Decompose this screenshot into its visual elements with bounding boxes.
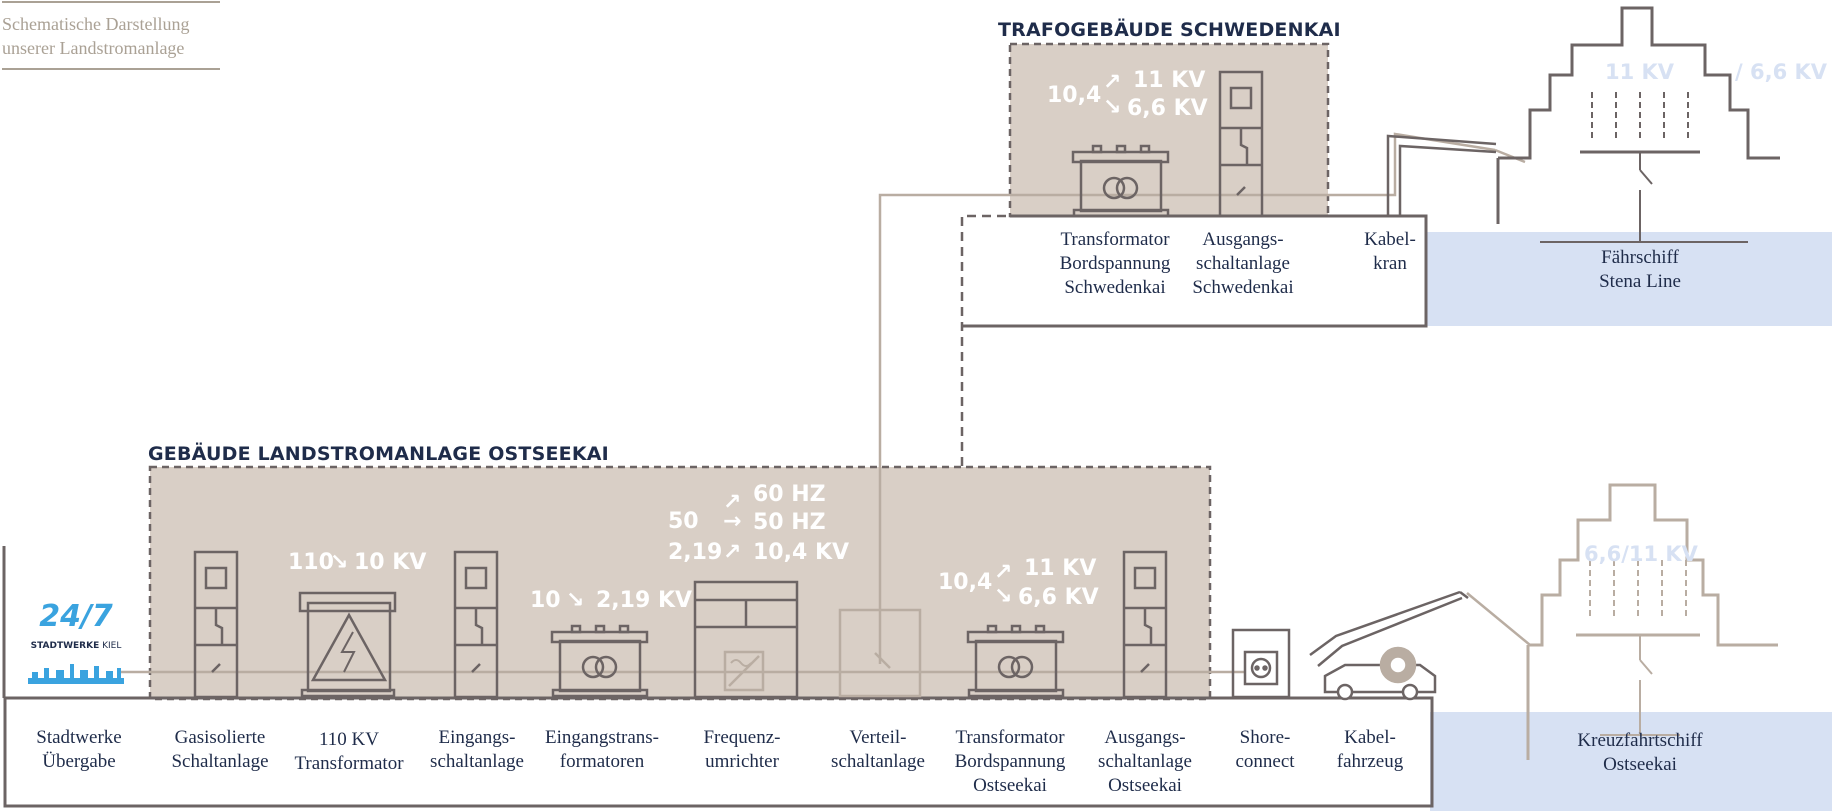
volt-sch-66: 6,6 KV	[1127, 96, 1208, 121]
label-trafo-ostseekai: Transformator Bordspannung Ostseekai	[954, 727, 1066, 796]
logo-city: KIEL	[102, 641, 122, 651]
label-trafo-schwedenkai: Transformator Bordspannung Schwedenkai	[1059, 229, 1171, 298]
label-kabelfahrzeug: Kabel- fahrzeug	[1336, 727, 1404, 772]
transformer-ostseekai	[966, 624, 1065, 698]
volt-ost-from: 10,4	[938, 570, 993, 595]
switchgear-input	[453, 550, 499, 699]
volt-sch-11: 11 KV	[1133, 68, 1206, 93]
water-schwedenkai	[1425, 232, 1832, 326]
logo-stadtwerke: 24/7 STADTWERKE KIEL	[24, 599, 128, 652]
label-ausgang-schwedenkai: Ausgangs- schaltanlage Schwedenkai	[1192, 229, 1294, 298]
cable-vehicle	[1309, 590, 1469, 701]
dashed-link	[960, 214, 1010, 466]
volt-ost-11: 11 KV	[1024, 556, 1097, 581]
frequency-converter	[693, 580, 799, 699]
volt-freq-arrow1: ↗	[723, 490, 742, 515]
volt-freq-219: 2,19	[668, 540, 723, 565]
volt-ost-arrow-down: ↘	[994, 584, 1013, 609]
volt-ost-66: 6,6 KV	[1018, 585, 1099, 610]
cable-crane	[1386, 134, 1497, 216]
volt-freq-arrow3: ↗	[723, 540, 742, 565]
transformer-110kv	[298, 591, 397, 698]
note-title-1: Schematische Darstellung	[2, 14, 190, 34]
transformer-schwedenkai	[1071, 144, 1170, 218]
switchgear-distribution	[838, 608, 922, 698]
logo-skyline	[28, 664, 124, 684]
label-ausgang-ostseekai: Ausgangs- schaltanlage Ostseekai	[1098, 727, 1192, 796]
ferry-ship	[1496, 6, 1780, 243]
heading-schwedenkai: TRAFOGEBÄUDE SCHWEDENKAI	[998, 19, 1341, 41]
volt-freq-arrow2: →	[723, 509, 742, 534]
switchgear-output-schwedenkai	[1218, 70, 1264, 218]
label-trafo-110: 110 KV Transformator	[294, 729, 404, 774]
note-title-2: unserer Landstromanlage	[2, 38, 185, 58]
label-kreuzfahrtschiff: Kreuzfahrtschiff Ostseekai	[1577, 730, 1703, 775]
building-ostseekai	[148, 465, 1212, 701]
volt-in-to: 2,19 KV	[596, 588, 693, 613]
volt-sch-arrow-up: ↗	[1103, 70, 1122, 95]
transformer-input	[550, 624, 649, 698]
volt-in-from: 10	[530, 588, 561, 613]
water-ostseekai	[1430, 712, 1832, 811]
label-shore-connect: Shore- connect	[1235, 727, 1295, 772]
label-faehrschiff: Fährschiff Stena Line	[1599, 247, 1681, 292]
volt-110-arrow: ↘	[330, 550, 349, 575]
volt-freq-60: 60 HZ	[753, 482, 826, 507]
volt-in-arrow: ↘	[566, 588, 585, 613]
power-line-ferry	[1494, 148, 1526, 164]
ship-cruise-volt: 6,6/11 KV	[1584, 542, 1698, 566]
logo-name: STADTWERKE	[30, 641, 100, 651]
logo-number: 24/7	[39, 599, 113, 634]
switchgear-gas	[193, 550, 239, 699]
label-frequenzumrichter: Frequenz- umrichter	[703, 727, 781, 772]
label-kabelkran: Kabel- kran	[1364, 229, 1416, 274]
power-line-vertical	[878, 193, 1225, 664]
ship-ferry-volt-11: 11 KV	[1605, 60, 1675, 84]
volt-110-from: 110	[288, 550, 334, 575]
volt-sch-from: 10,4	[1047, 83, 1102, 108]
volt-sch-arrow-down: ↘	[1103, 95, 1122, 120]
shore-connect	[1231, 628, 1291, 699]
logo-text: STADTWERKE KIEL	[24, 641, 128, 651]
quay-schwedenkai	[962, 214, 1428, 328]
volt-110-to: 10 KV	[354, 550, 427, 575]
label-stadtwerke: Stadtwerke Übergabe	[36, 727, 122, 772]
label-verteilschaltanlage: Verteil- schaltanlage	[831, 727, 925, 772]
volt-ost-arrow-up: ↗	[994, 560, 1013, 585]
cruise-ship	[1526, 483, 1778, 760]
power-line-crane	[1225, 132, 1496, 197]
volt-freq-104: 10,4 KV	[753, 540, 850, 565]
label-eingangsschaltanlage: Eingangs- schaltanlage	[430, 727, 524, 772]
label-gasisoliert: Gasisolierte Schaltanlage	[171, 727, 269, 772]
ship-ferry-volt-66: / 6,6 KV	[1735, 60, 1828, 84]
label-eingangstransformatoren: Eingangstrans- formatoren	[545, 727, 659, 772]
power-line-cruise	[1466, 592, 1531, 646]
volt-freq-50-in: 50	[668, 509, 699, 534]
volt-freq-50: 50 HZ	[753, 510, 826, 535]
heading-ostseekai: GEBÄUDE LANDSTROMANLAGE OSTSEEKAI	[148, 443, 609, 465]
switchgear-output-ostseekai	[1122, 550, 1168, 699]
